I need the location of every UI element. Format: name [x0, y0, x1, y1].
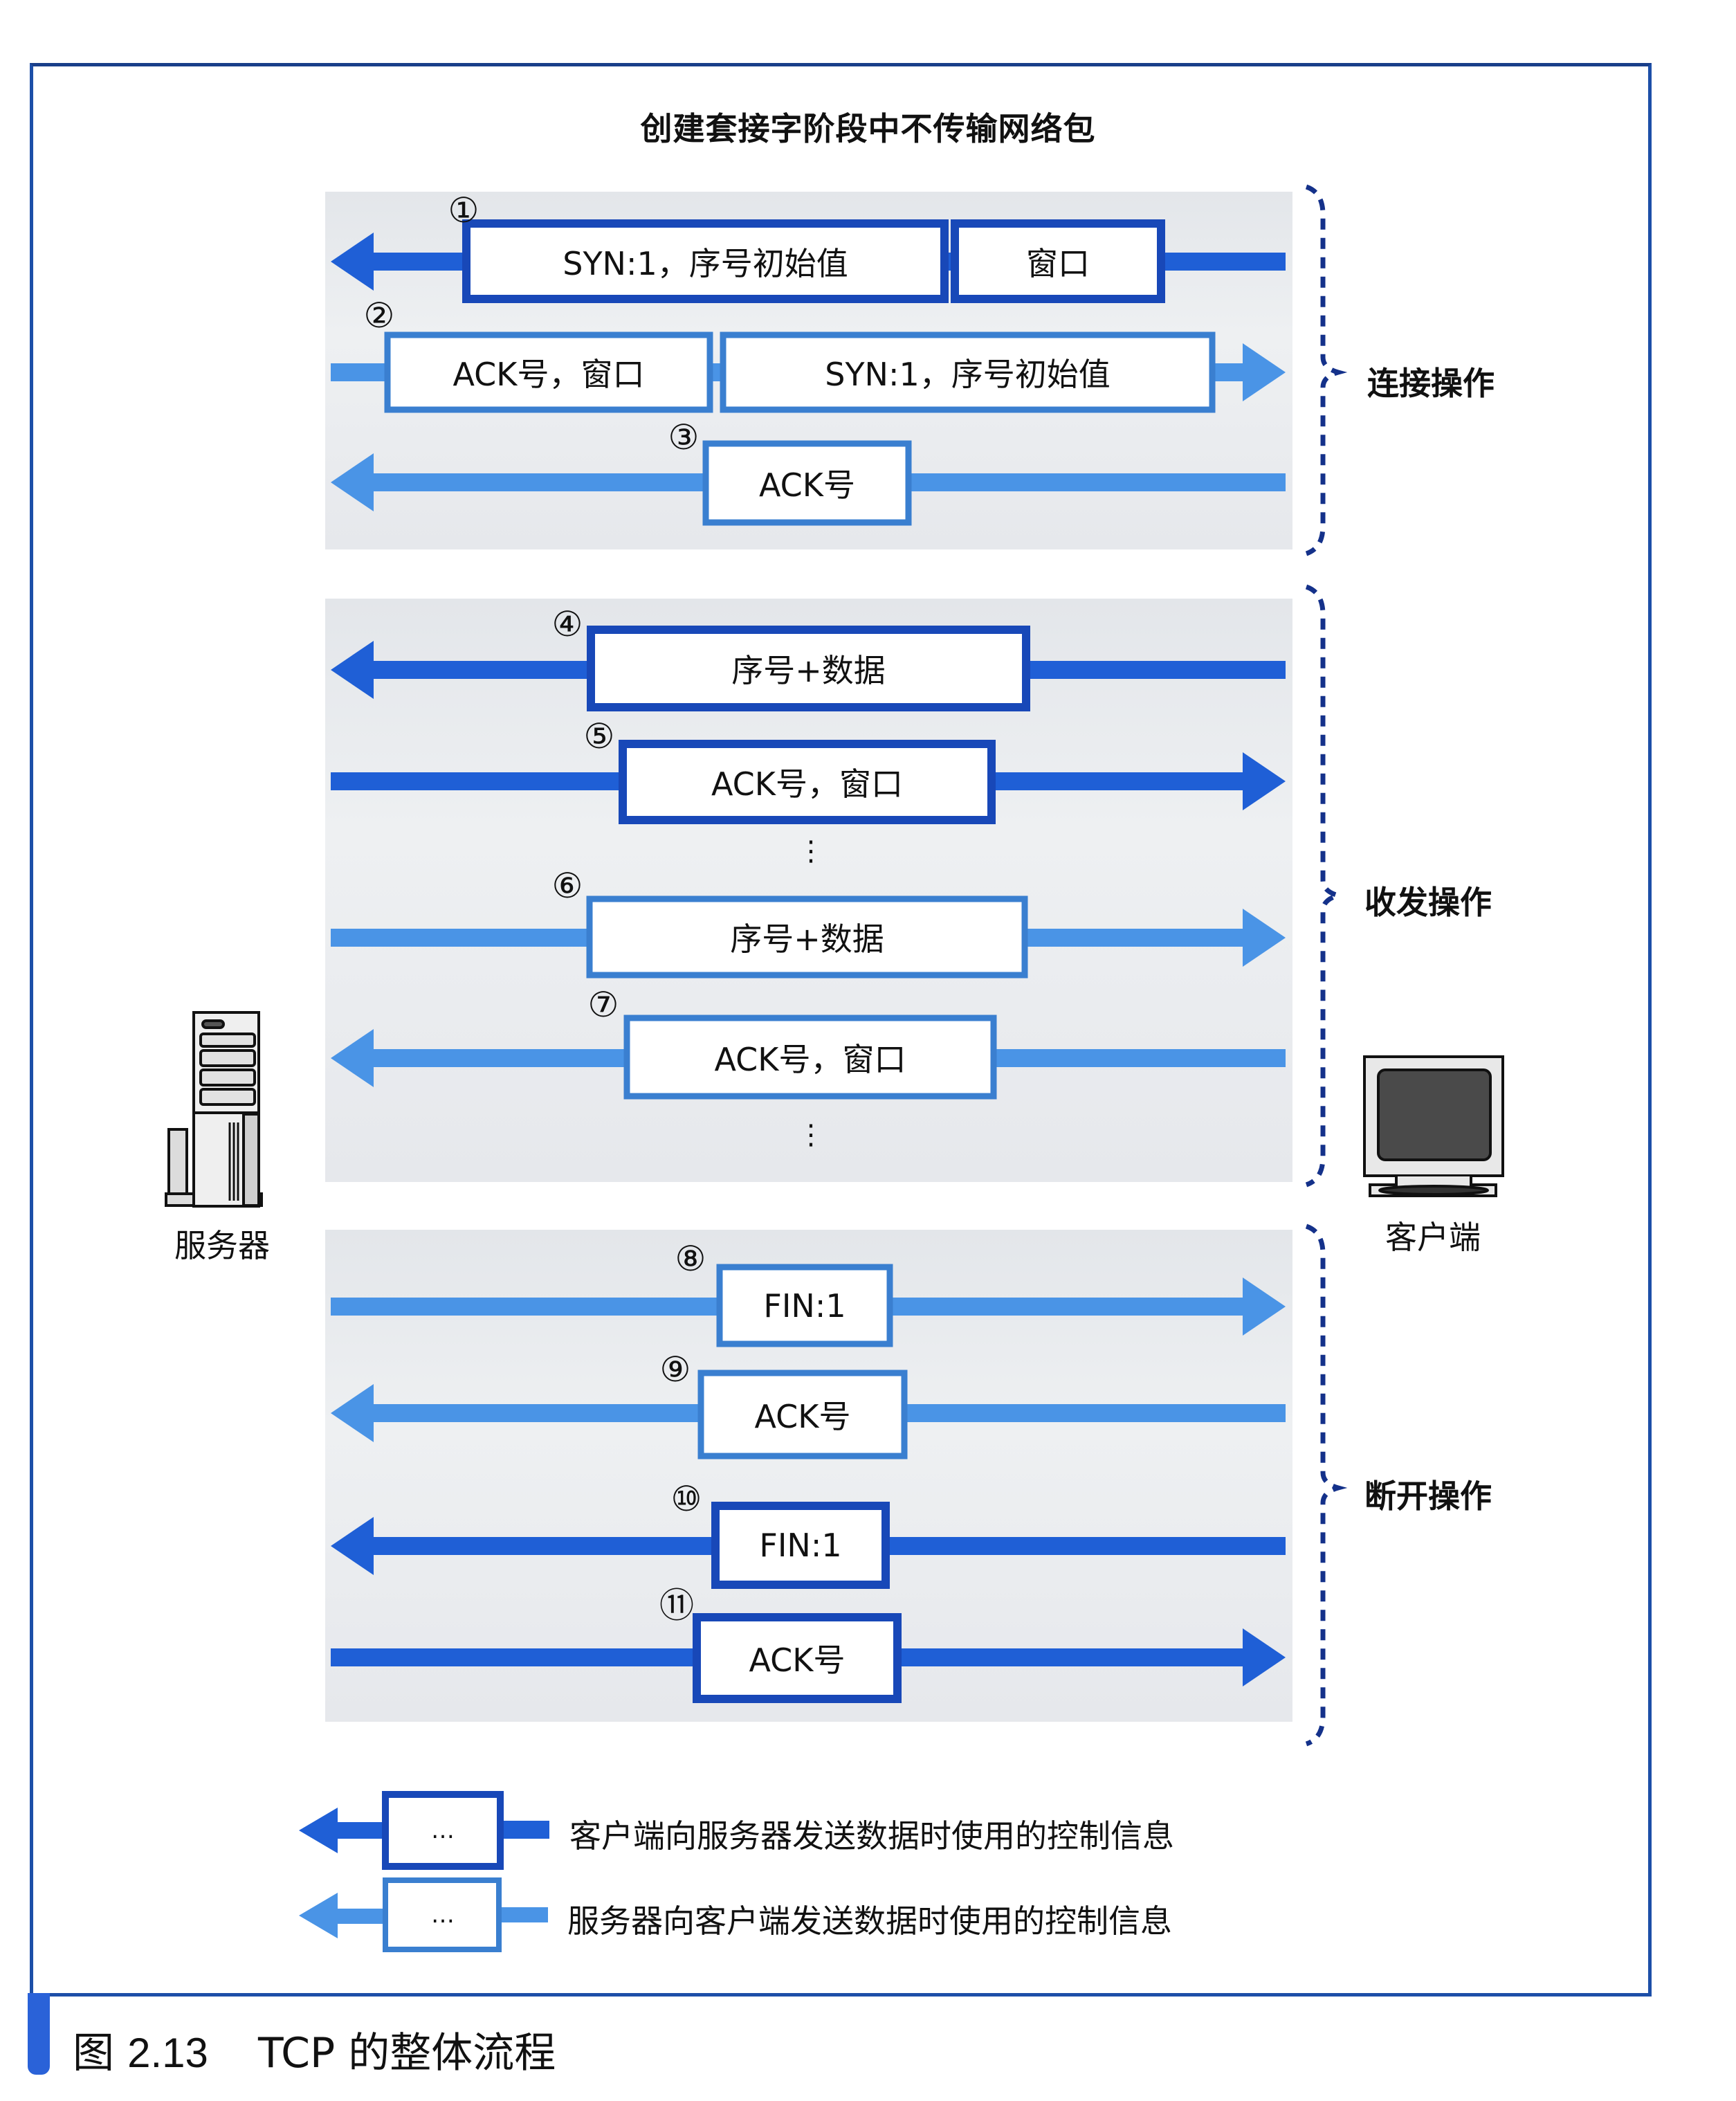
message-segment-label: FIN:1 [759, 1527, 842, 1564]
caption-accent-bar [28, 1993, 50, 2075]
message-segment-box [462, 219, 949, 303]
message-segment-box [697, 1370, 908, 1459]
phase-bracket-disconnect [1305, 1224, 1348, 1747]
message-segment-label: FIN:1 [763, 1286, 846, 1325]
message-segment-label: ACK号 [754, 1398, 851, 1435]
legend-dark-box-text: … [431, 1817, 455, 1844]
figure-frame [30, 63, 1652, 1997]
message-arrow-3 [331, 440, 1286, 526]
arrow-head-right [1243, 1628, 1286, 1686]
phase-bracket-transfer [1305, 584, 1348, 1188]
message-segment-label: 序号+数据 [730, 920, 884, 958]
message-segment-label: 窗口 [1026, 244, 1090, 282]
message-segment-box [587, 626, 1030, 711]
step-number: ⑧ [675, 1239, 706, 1279]
arrow-head-left [331, 1029, 374, 1087]
arrow-head-right [1243, 909, 1286, 967]
message-segment-box [951, 219, 1165, 303]
message-segment-label: ACK号 [759, 466, 855, 504]
message-arrow-1 [331, 219, 1286, 303]
legend-server-to-client-swatch [299, 1877, 548, 1952]
step-number: ⑦ [587, 985, 619, 1025]
message-segment-box [702, 440, 912, 526]
message-arrow-8 [331, 1264, 1286, 1347]
socket-creation-note: 创建套接字阶段中不传输网络包 [640, 110, 1096, 147]
phase-bracket-connect [1305, 184, 1348, 556]
message-arrow-7 [331, 1015, 1286, 1100]
arrow-head-left [331, 233, 374, 291]
legend-client-to-server-swatch [299, 1791, 549, 1870]
message-segment-label: SYN:1，序号初始值 [825, 356, 1111, 393]
message-segment-box [384, 331, 713, 413]
message-segment-box [619, 740, 996, 824]
figure-caption: 图 2.13 TCP 的整体流程 [73, 2019, 556, 2080]
arrow-head-left [331, 1517, 374, 1575]
message-segment-label: ACK号，窗口 [714, 1040, 906, 1078]
message-segment-box [720, 331, 1216, 413]
step-number: ⑪ [659, 1585, 694, 1626]
step-number: ⑥ [551, 866, 583, 906]
message-segment-label: ACK号 [749, 1641, 846, 1679]
phase-label-connect: 连接操作 [1367, 365, 1495, 402]
message-arrow-4 [331, 626, 1286, 711]
phase-label-disconnect: 断开操作 [1364, 1477, 1492, 1515]
message-arrow-2 [331, 331, 1286, 413]
message-segment-box [693, 1613, 902, 1703]
message-segment-label: ACK号，窗口 [453, 356, 645, 393]
message-arrow-6 [331, 895, 1286, 979]
arrow-head-left [331, 1384, 374, 1442]
message-segment-label: 序号+数据 [731, 652, 886, 689]
caption-number: 2.13 [127, 2030, 208, 2076]
message-segment-label: ACK号，窗口 [711, 765, 903, 803]
message-arrow-10 [331, 1502, 1286, 1589]
arrow-head-left [331, 641, 374, 699]
step-number: ④ [551, 604, 583, 644]
arrow-head-right [1243, 752, 1286, 810]
client-label: 客户端 [1385, 1219, 1481, 1256]
message-segment-box [716, 1264, 893, 1347]
arrow-head-right [1243, 1277, 1286, 1336]
step-number: ② [363, 295, 395, 336]
step-number: ⑨ [659, 1349, 691, 1390]
message-arrow-5 [331, 740, 1286, 824]
step-number: ⑤ [583, 716, 615, 756]
message-segment-label: SYN:1，序号初始值 [563, 244, 848, 282]
step-number: ⑩ [670, 1479, 702, 1519]
arrow-head-right [1243, 343, 1286, 401]
phase-label-transfer: 收发操作 [1364, 884, 1492, 921]
caption-prefix: 图 [73, 2029, 114, 2077]
step-number: ③ [668, 417, 700, 457]
caption-title: TCP 的整体流程 [258, 2029, 556, 2077]
server-label: 服务器 [174, 1227, 270, 1264]
legend-light-box-text: … [431, 1901, 455, 1929]
message-arrow-9 [331, 1370, 1286, 1459]
step-number: ① [448, 190, 479, 230]
arrow-head-left [331, 453, 374, 511]
message-segment-box [711, 1502, 890, 1589]
legend-client-to-server-text: 客户端向服务器发送数据时使用的控制信息 [569, 1817, 1174, 1855]
legend-server-to-client-text: 服务器向客户端发送数据时使用的控制信息 [567, 1902, 1172, 1940]
message-arrow-11 [331, 1613, 1286, 1703]
message-segment-box [586, 895, 1028, 979]
message-segment-box [623, 1015, 997, 1100]
